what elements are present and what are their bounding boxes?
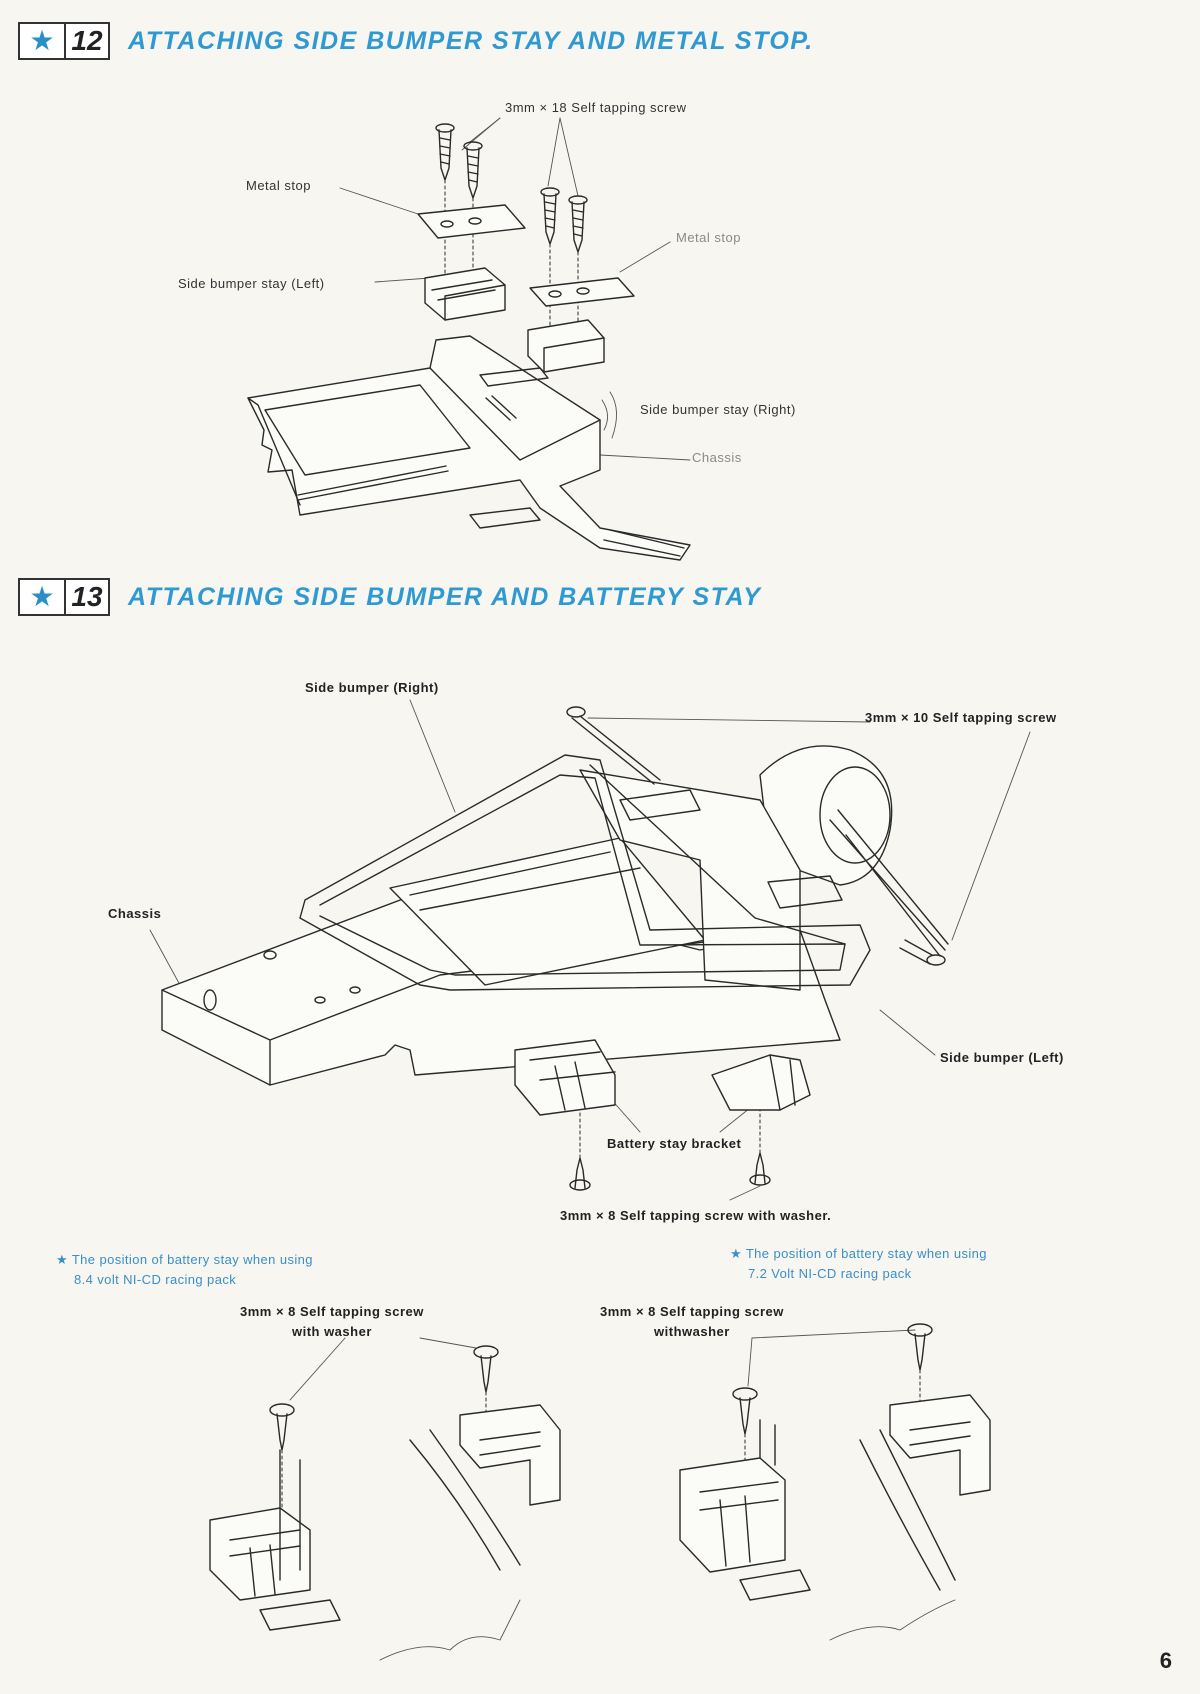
step12-header: ★ 12 ATTACHING SIDE BUMPER STAY AND META…: [18, 22, 814, 60]
label-screw-8-left: 3mm × 8 Self tapping screw with washer: [240, 1304, 424, 1339]
label-stay-left: Side bumper stay (Left): [178, 276, 325, 291]
page-number: 6: [1159, 1648, 1172, 1673]
label-bracket: Battery stay bracket: [607, 1136, 742, 1151]
label-screw-8: 3mm × 8 Self tapping screw with washer.: [560, 1208, 832, 1223]
label-chassis-12: Chassis: [692, 450, 742, 465]
label-screw-10: 3mm × 10 Self tapping screw: [865, 710, 1057, 725]
detail-7-2v: [679, 1323, 991, 1641]
label-bumper-right: Side bumper (Right): [305, 680, 439, 695]
star-icon: ★: [20, 580, 66, 614]
step-number: 12: [71, 25, 103, 56]
step-number: 13: [71, 581, 103, 612]
label-bumper-left: Side bumper (Left): [940, 1050, 1064, 1065]
step12-diagram: [247, 117, 691, 561]
detail-8-4v: [209, 1337, 561, 1661]
step-title: ATTACHING SIDE BUMPER AND BATTERY STAY: [128, 582, 762, 611]
step13-badge: ★ 13: [18, 578, 110, 616]
step12-badge: ★ 12: [18, 22, 110, 60]
step13-header: ★ 13 ATTACHING SIDE BUMPER AND BATTERY S…: [18, 578, 761, 616]
label-chassis-13: Chassis: [108, 906, 162, 921]
label-metal-stop-right: Metal stop: [676, 230, 741, 245]
label-metal-stop-left: Metal stop: [246, 178, 311, 193]
note-8-4v: ★ The position of battery stay when usin…: [56, 1252, 313, 1287]
step13-diagram: [149, 699, 1031, 1201]
label-screw-18: 3mm × 18 Self tapping screw: [505, 100, 687, 115]
star-icon: ★: [20, 24, 66, 58]
step-title: ATTACHING SIDE BUMPER STAY AND METAL STO…: [128, 26, 814, 55]
note-7-2v: ★ The position of battery stay when usin…: [730, 1246, 987, 1281]
label-screw-8-right: 3mm × 8 Self tapping screw withwasher: [600, 1304, 784, 1339]
label-stay-right: Side bumper stay (Right): [640, 402, 796, 417]
